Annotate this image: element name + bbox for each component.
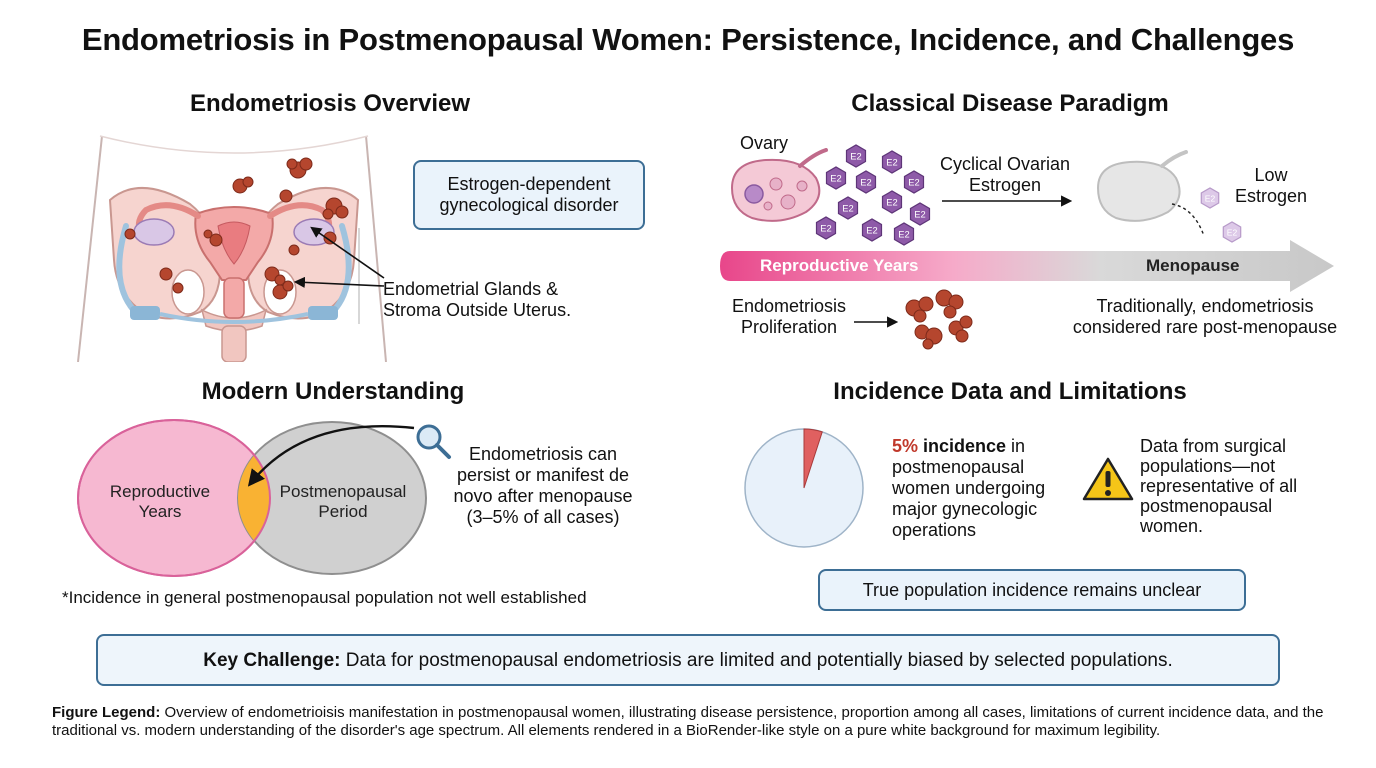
incidence-unclear-box: True population incidence remains unclea… bbox=[818, 569, 1246, 611]
timeline-menopause-label: Menopause bbox=[1146, 256, 1240, 275]
warning-line: postmenopausal bbox=[1140, 496, 1273, 516]
modern-note-line: novo after menopause bbox=[453, 486, 633, 506]
hormone-label: E2 bbox=[886, 158, 897, 168]
venn-diagram bbox=[77, 419, 427, 577]
annotation-line: Endometrial Glands & bbox=[383, 279, 559, 299]
legend-label: Figure Legend: bbox=[52, 704, 161, 721]
traditional-line: considered rare post-menopause bbox=[1072, 317, 1338, 337]
hormone-label: E2 bbox=[886, 198, 897, 208]
warning-text: Data from surgical populations—not repre… bbox=[1140, 436, 1340, 536]
stat-percent: 5% bbox=[892, 436, 919, 456]
hormone-label: E2 bbox=[1227, 228, 1238, 238]
estrogen-hormone-icon: E2 bbox=[825, 166, 847, 190]
hormone-label: E2 bbox=[830, 174, 841, 184]
key-challenge-text: Data for postmenopausal endometriosis ar… bbox=[340, 650, 1173, 671]
cyclical-estrogen-label: Cyclical Ovarian Estrogen bbox=[930, 154, 1080, 196]
overview-box-line: Estrogen-dependent bbox=[447, 174, 611, 194]
hormone-label: E2 bbox=[908, 178, 919, 188]
modern-note-line: (3–5% of all cases) bbox=[466, 507, 620, 527]
venn-right-line: Postmenopausal bbox=[279, 482, 407, 501]
lesion-proliferation-icon bbox=[854, 289, 973, 350]
proliferation-line: Endometriosis bbox=[731, 296, 847, 316]
venn-left-label: Reproductive Years bbox=[100, 482, 220, 522]
venn-left-line: Reproductive bbox=[109, 482, 211, 501]
stat-line: postmenopausal bbox=[892, 457, 1025, 477]
low-estrogen-hormone-icon: E2 bbox=[1200, 187, 1220, 209]
warning-line: women. bbox=[1140, 516, 1204, 536]
hormone-label: E2 bbox=[1205, 194, 1216, 204]
timeline-reproductive-label: Reproductive Years bbox=[760, 256, 919, 275]
ovary-label: Ovary bbox=[740, 133, 789, 153]
modern-footnote: *Incidence in general postmenopausal pop… bbox=[62, 588, 587, 607]
proliferation-line: Proliferation bbox=[740, 317, 838, 337]
estrogen-hormone-icon: E2 bbox=[881, 190, 903, 214]
overview-definition-box: Estrogen-dependent gynecological disorde… bbox=[413, 160, 645, 230]
overview-heading: Endometriosis Overview bbox=[189, 90, 471, 117]
cyclical-line: Estrogen bbox=[968, 175, 1042, 195]
low-estrogen-hormone-icon: E2 bbox=[1222, 221, 1242, 243]
modern-note-line: Endometriosis can bbox=[468, 444, 618, 464]
figure-legend: Figure Legend: Overview of endometrioisi… bbox=[52, 704, 1342, 740]
stat-line: in bbox=[1006, 436, 1026, 456]
estrogen-hormone-icon: E2 bbox=[861, 218, 883, 242]
hormone-label: E2 bbox=[850, 152, 861, 162]
estrogen-hormone-icon: E2 bbox=[909, 202, 931, 226]
stat-line: major gynecologic bbox=[892, 499, 1038, 519]
annotation-line: Stroma Outside Uterus. bbox=[383, 300, 572, 320]
incidence-heading: Incidence Data and Limitations bbox=[833, 378, 1187, 405]
hormone-label: E2 bbox=[898, 230, 909, 240]
hormone-label: E2 bbox=[860, 178, 871, 188]
stat-keyword: incidence bbox=[918, 436, 1007, 456]
stat-line: women undergoing bbox=[892, 478, 1046, 498]
incidence-stat: 5% incidence in postmenopausal women und… bbox=[892, 436, 1072, 541]
estrogen-hormone-icon: E2 bbox=[845, 144, 867, 168]
estrogen-hormone-icon: E2 bbox=[815, 216, 837, 240]
key-challenge-box: Key Challenge: Data for postmenopausal e… bbox=[96, 634, 1280, 686]
key-challenge-label: Key Challenge: bbox=[203, 650, 341, 671]
proliferation-label: Endometriosis Proliferation bbox=[724, 296, 854, 338]
cyclical-line: Cyclical Ovarian bbox=[939, 154, 1071, 174]
venn-right-label: Postmenopausal Period bbox=[268, 482, 418, 522]
paradigm-heading: Classical Disease Paradigm bbox=[851, 90, 1169, 117]
pie-slice-5pct bbox=[803, 428, 823, 489]
estrogen-hormone-icon: E2 bbox=[881, 150, 903, 174]
warning-line: populations—not bbox=[1140, 456, 1276, 476]
traditional-note: Traditionally, endometriosis considered … bbox=[1050, 296, 1360, 338]
ovary-icon bbox=[730, 148, 828, 222]
warning-line: representative of all bbox=[1140, 476, 1298, 496]
stat-line: operations bbox=[892, 520, 977, 540]
overview-annotation: Endometrial Glands & Stroma Outside Uter… bbox=[383, 279, 613, 321]
modern-note: Endometriosis can persist or manifest de… bbox=[438, 444, 648, 528]
estrogen-hormone-icon: E2 bbox=[893, 222, 915, 246]
estrogen-hormone-icon: E2 bbox=[903, 170, 925, 194]
hormone-label: E2 bbox=[866, 226, 877, 236]
page-title: Endometriosis in Postmenopausal Women: P… bbox=[81, 22, 1295, 57]
modern-heading: Modern Understanding bbox=[201, 378, 465, 405]
hormone-label: E2 bbox=[820, 224, 831, 234]
traditional-line: Traditionally, endometriosis bbox=[1096, 296, 1314, 316]
modern-note-line: persist or manifest de bbox=[456, 465, 630, 485]
hormone-label: E2 bbox=[842, 204, 853, 214]
timeline-arrow bbox=[720, 240, 1334, 292]
cyclical-arrow bbox=[942, 195, 1073, 207]
incidence-pie-chart bbox=[744, 428, 864, 548]
venn-right-line: Period bbox=[318, 502, 368, 521]
low-estrogen-line: Estrogen bbox=[1234, 186, 1308, 206]
legend-text: Overview of endometrioisis manifestation… bbox=[52, 704, 1324, 739]
low-estrogen-line: Low bbox=[1254, 165, 1288, 185]
magnifier-icon bbox=[416, 424, 451, 459]
estrogen-hormone-icon: E2 bbox=[837, 196, 859, 220]
estrogen-hormone-icon: E2 bbox=[855, 170, 877, 194]
venn-left-line: Years bbox=[138, 502, 182, 521]
annotation-arrows bbox=[293, 226, 385, 289]
hormone-label: E2 bbox=[914, 210, 925, 220]
overview-box-line: gynecological disorder bbox=[439, 195, 619, 215]
low-estrogen-label: Low Estrogen bbox=[1226, 165, 1316, 207]
divider bbox=[358, 228, 360, 324]
warning-icon bbox=[1082, 457, 1134, 501]
pelvis-illustration bbox=[77, 135, 387, 362]
warning-line: Data from surgical bbox=[1140, 436, 1287, 456]
